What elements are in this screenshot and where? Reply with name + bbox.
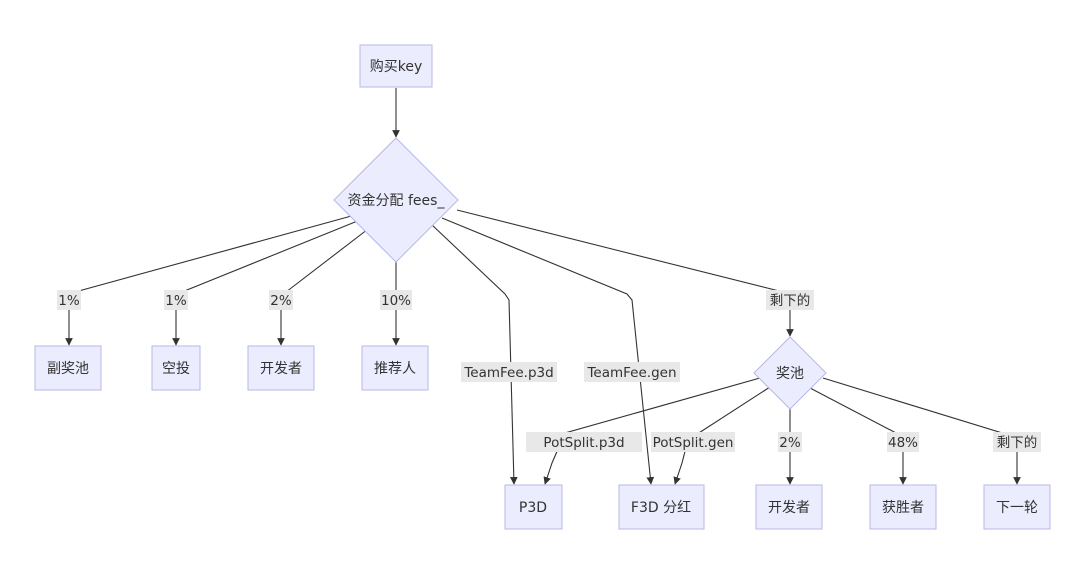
svg-text:剩下的: 剩下的 [997, 435, 1038, 451]
edge-fees-to-p3d [430, 223, 518, 485]
svg-text:1%: 1% [165, 293, 187, 309]
edge-label-pot-split-p3d: PotSplit.p3d [526, 432, 642, 452]
node-f3d-dividend: F3D 分红 [618, 484, 705, 530]
svg-text:2%: 2% [779, 435, 801, 451]
edge-label-team-fee-gen: TeamFee.gen [584, 362, 680, 382]
edge-label-sub-pot: 1% [57, 290, 81, 310]
edge-label-remaining: 剩下的 [766, 290, 814, 310]
svg-text:剩下的: 剩下的 [770, 293, 811, 309]
node-fees-decision: 资金分配 fees_ [333, 137, 459, 263]
svg-text:10%: 10% [381, 293, 411, 309]
node-developer-1: 开发者 [247, 345, 315, 391]
node-developer-2: 开发者 [755, 484, 823, 530]
svg-text:推荐人: 推荐人 [374, 361, 416, 377]
svg-text:P3D: P3D [519, 500, 547, 516]
edge-fees-to-developer [277, 225, 373, 346]
edge-label-developer: 2% [269, 290, 293, 310]
node-buy-key: 购买key [359, 44, 433, 88]
svg-text:获胜者: 获胜者 [882, 500, 924, 516]
svg-text:空投: 空投 [162, 361, 190, 377]
edge-pot-to-p3d [543, 377, 761, 485]
edge-fees-to-f3d [441, 217, 655, 485]
svg-text:PotSplit.gen: PotSplit.gen [653, 435, 734, 451]
svg-text:购买key: 购买key [370, 59, 423, 75]
svg-text:2%: 2% [270, 293, 292, 309]
edge-labels: 1% 1% 2% 10% TeamFee.p3d TeamFee.gen 剩下的 [57, 290, 1041, 452]
svg-text:开发者: 开发者 [768, 500, 810, 516]
edges [65, 88, 1021, 485]
svg-text:F3D 分红: F3D 分红 [631, 500, 691, 516]
edge-label-pot-split-gen: PotSplit.gen [651, 432, 735, 452]
svg-text:TeamFee.gen: TeamFee.gen [586, 365, 676, 381]
node-next-round: 下一轮 [983, 484, 1051, 530]
svg-text:下一轮: 下一轮 [996, 500, 1038, 516]
edge-label-referrer: 10% [380, 290, 412, 310]
edge-pot-to-next-round [822, 377, 1021, 485]
edge-label-airdrop: 1% [164, 290, 188, 310]
edge-fees-to-pot [456, 209, 794, 337]
svg-text:资金分配 fees_: 资金分配 fees_ [348, 193, 446, 209]
node-pot-decision: 奖池 [753, 336, 827, 410]
node-p3d: P3D [504, 484, 563, 530]
node-airdrop: 空投 [151, 345, 201, 391]
edge-label-pot-remaining: 剩下的 [993, 432, 1041, 452]
svg-text:开发者: 开发者 [260, 361, 302, 377]
nodes: 购买key 资金分配 fees_ 副奖池 空投 开发者 推荐人 奖池 [34, 44, 1051, 530]
svg-text:奖池: 奖池 [776, 365, 804, 382]
svg-text:副奖池: 副奖池 [47, 360, 89, 377]
edge-label-pot-winner: 48% [887, 432, 919, 452]
svg-text:PotSplit.p3d: PotSplit.p3d [543, 435, 624, 451]
node-referrer: 推荐人 [361, 345, 429, 391]
svg-text:1%: 1% [58, 293, 80, 309]
edge-label-pot-developer: 2% [778, 432, 802, 452]
svg-text:48%: 48% [888, 435, 918, 451]
svg-text:TeamFee.p3d: TeamFee.p3d [463, 365, 553, 381]
node-sub-pot: 副奖池 [34, 345, 102, 391]
node-winner: 获胜者 [869, 484, 937, 530]
edge-label-team-fee-p3d: TeamFee.p3d [461, 362, 557, 382]
